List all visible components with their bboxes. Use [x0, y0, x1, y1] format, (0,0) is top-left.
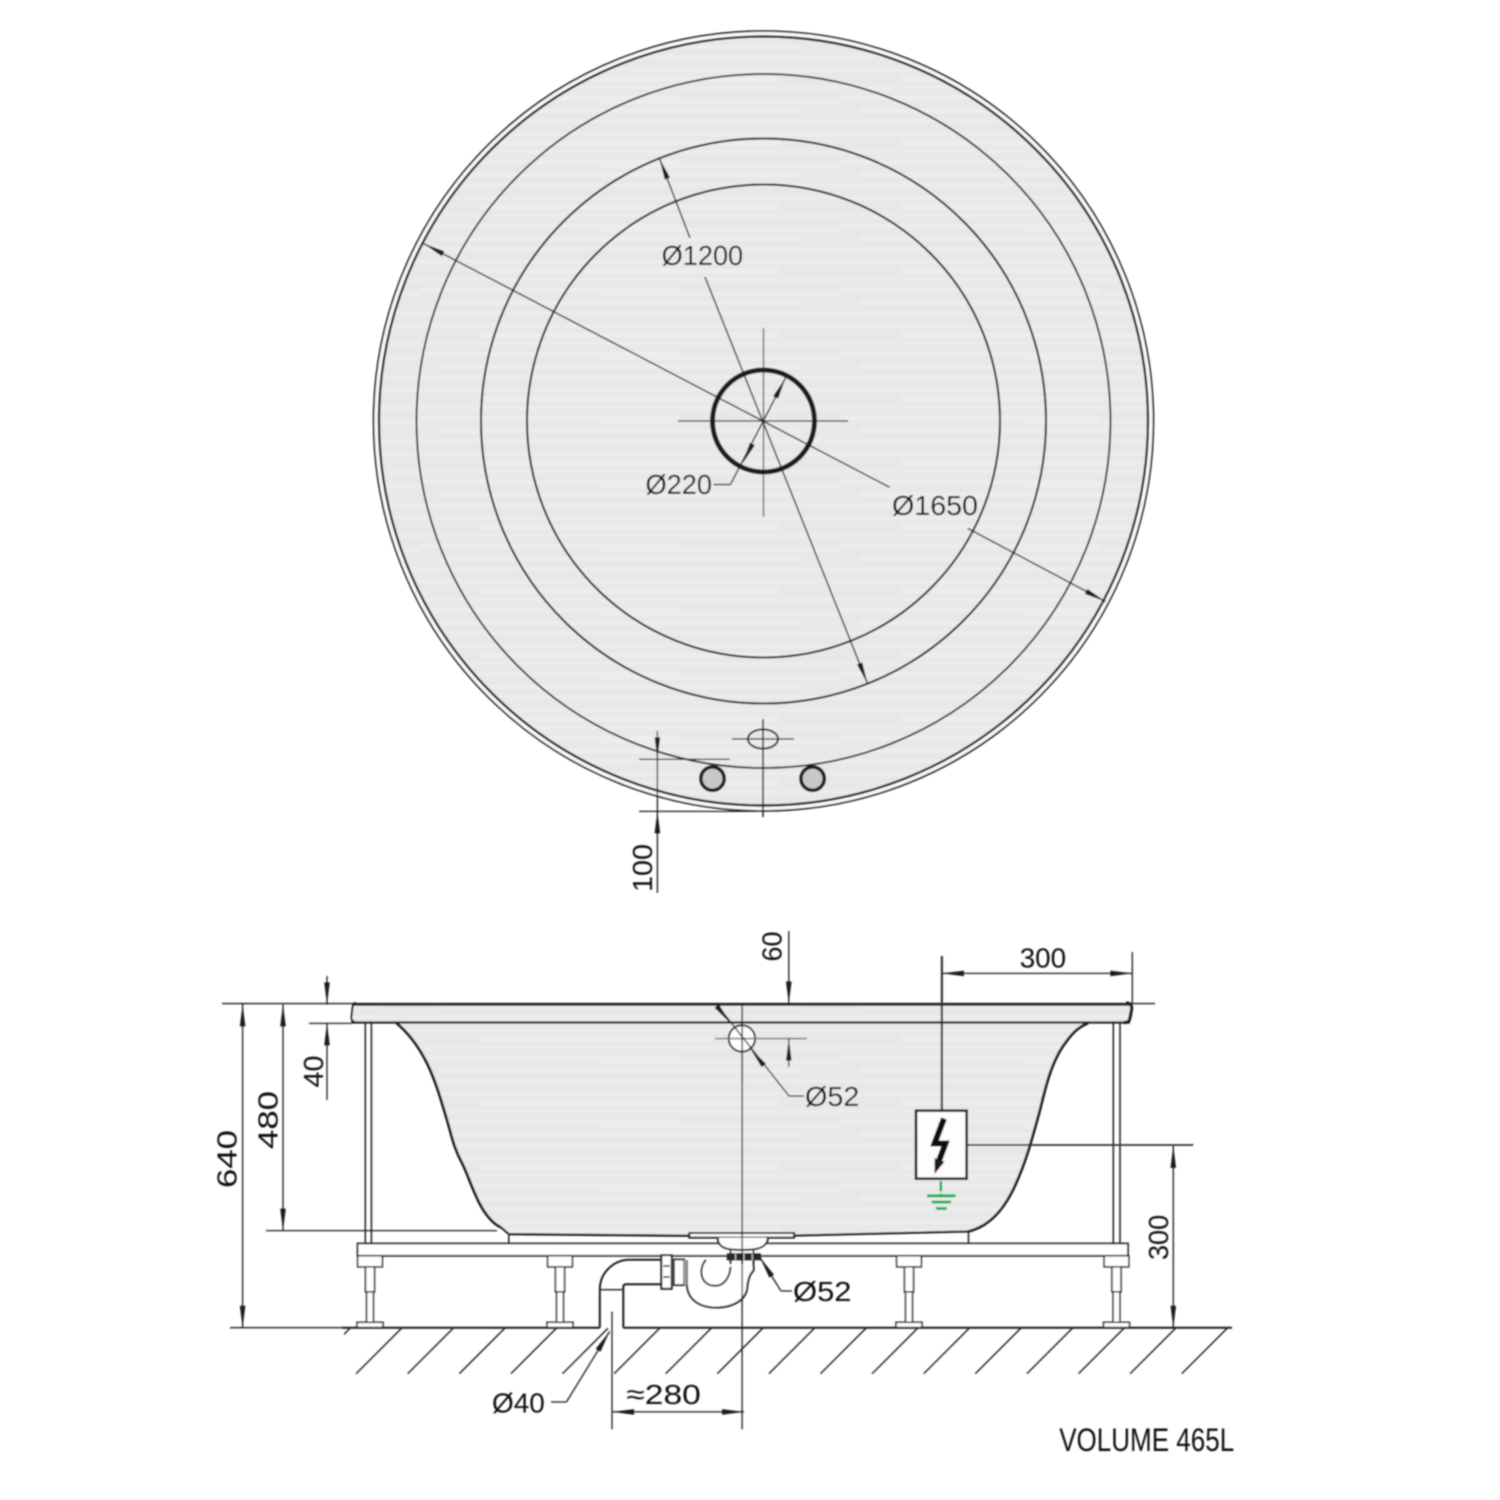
svg-text:Ø52: Ø52 — [805, 1081, 859, 1112]
svg-text:Ø52: Ø52 — [793, 1276, 852, 1307]
svg-text:100: 100 — [627, 844, 658, 892]
svg-text:40: 40 — [298, 1056, 329, 1088]
svg-text:60: 60 — [756, 932, 787, 962]
svg-text:640: 640 — [212, 1130, 243, 1188]
svg-text:Ø1200: Ø1200 — [662, 240, 744, 271]
svg-text:≈280: ≈280 — [626, 1379, 700, 1410]
svg-text:VOLUME 465L: VOLUME 465L — [1059, 1422, 1234, 1458]
svg-text:Ø40: Ø40 — [492, 1387, 545, 1418]
svg-text:300: 300 — [1143, 1215, 1174, 1260]
svg-text:300: 300 — [1020, 942, 1066, 973]
svg-text:Ø220: Ø220 — [646, 469, 713, 500]
svg-text:480: 480 — [253, 1091, 284, 1149]
svg-text:Ø1650: Ø1650 — [892, 490, 978, 521]
